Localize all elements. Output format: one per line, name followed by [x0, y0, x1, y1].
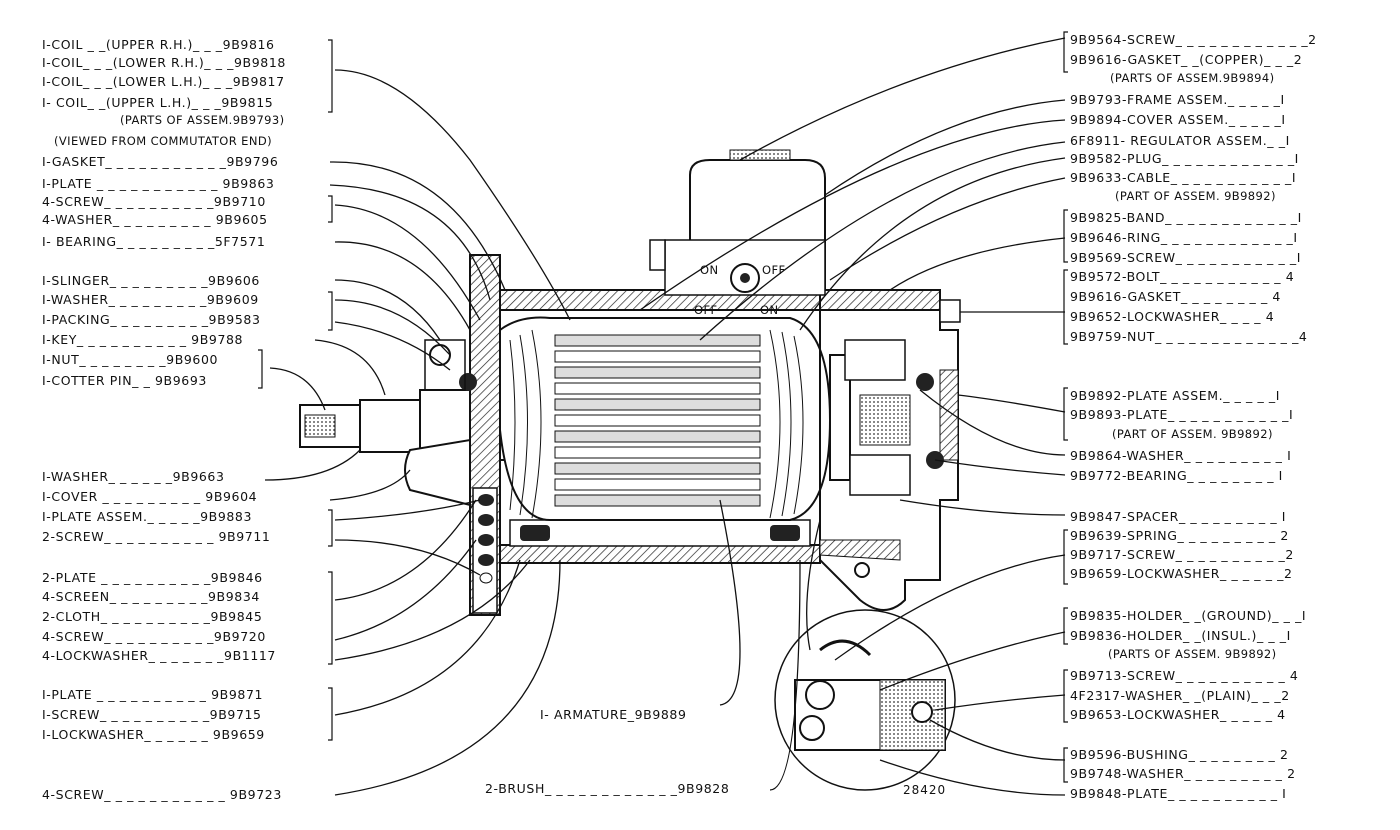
part-label: 9B9633-CABLE_ _ _ _ _ _ _ _ _ _ _I: [1070, 170, 1297, 185]
part-label: 9B9717-SCREW_ _ _ _ _ _ _ _ _ _2: [1070, 547, 1294, 562]
armature-lamination: [554, 334, 761, 347]
part-label: 9B9652-LOCKWASHER_ _ _ _ 4: [1070, 309, 1275, 324]
right-end-housing: [819, 289, 961, 611]
part-label: I-COTTER PIN_ _ 9B9693: [42, 373, 207, 388]
group-note: (PART OF ASSEM. 9B9892): [1115, 189, 1276, 203]
armature-label: I- ARMATURE_9B9889: [540, 707, 687, 722]
part-label: 9B9713-SCREW_ _ _ _ _ _ _ _ _ _ 4: [1070, 668, 1299, 683]
part-label: I-LOCKWASHER_ _ _ _ _ _ 9B9659: [42, 727, 265, 742]
part-label: I-COIL _ _(UPPER R.H.)_ _ _9B9816: [42, 37, 275, 52]
armature-lamination: [554, 462, 761, 475]
part-label: I-SCREW_ _ _ _ _ _ _ _ _ _9B9715: [42, 707, 262, 722]
part-label: 9B9569-SCREW_ _ _ _ _ _ _ _ _ _ _I: [1070, 250, 1302, 265]
part-label: 9B9616-GASKET_ _(COPPER)_ _ _2: [1070, 52, 1303, 67]
part-label: 6F8911- REGULATOR ASSEM._ _I: [1070, 133, 1290, 148]
part-label: 9B9847-SPACER_ _ _ _ _ _ _ _ _ I: [1070, 509, 1287, 524]
part-label: I-PACKING_ _ _ _ _ _ _ _ _9B9583: [42, 312, 261, 327]
part-label: 9B9646-RING_ _ _ _ _ _ _ _ _ _ _ _I: [1070, 230, 1298, 245]
armature: [499, 316, 832, 521]
part-label: 9B9572-BOLT_ _ _ _ _ _ _ _ _ _ _ 4: [1070, 269, 1295, 284]
part-label: I-COIL_ _ _(LOWER L.H.)_ _ _9B9817: [42, 74, 285, 89]
part-label: 9B9825-BAND_ _ _ _ _ _ _ _ _ _ _ _I: [1070, 210, 1302, 225]
part-label: 2-SCREW_ _ _ _ _ _ _ _ _ _ 9B9711: [42, 529, 271, 544]
armature-lamination: [554, 478, 761, 491]
switch-label-off-1: OFF: [762, 263, 786, 277]
part-label: I-PLATE _ _ _ _ _ _ _ _ _ _ _ 9B9863: [42, 176, 275, 191]
armature-lamination: [554, 494, 761, 507]
part-label: 4-SCREW_ _ _ _ _ _ _ _ _ _ _ 9B9723: [42, 787, 282, 802]
group-note: (PARTS OF ASSEM.9B9793): [120, 113, 285, 127]
leader-lines: [264, 37, 1066, 796]
part-label: 4-LOCKWASHER_ _ _ _ _ _ _9B1117: [42, 648, 276, 663]
armature-lamination: [554, 430, 761, 443]
part-label: 9B9836-HOLDER_ _(INSUL.)_ _ _I: [1070, 628, 1291, 643]
part-label: 4F2317-WASHER_ _(PLAIN)_ _ _2: [1070, 688, 1290, 703]
group-note: (PART OF ASSEM. 9B9892): [1112, 427, 1273, 441]
label-brackets: [258, 31, 1068, 783]
part-label: I-WASHER_ _ _ _ _ _9B9663: [42, 469, 225, 484]
part-label: 9B9759-NUT_ _ _ _ _ _ _ _ _ _ _ _ _4: [1070, 329, 1308, 344]
armature-lamination: [554, 414, 761, 427]
part-label: 9B9835-HOLDER_ _(GROUND)_ _ _I: [1070, 608, 1307, 623]
armature-lamination: [554, 398, 761, 411]
part-label: 4-SCREEN_ _ _ _ _ _ _ _ _9B9834: [42, 589, 260, 604]
armature-lamination: [554, 446, 761, 459]
part-label: 9B9653-LOCKWASHER_ _ _ _ _ 4: [1070, 707, 1286, 722]
part-label: I- BEARING_ _ _ _ _ _ _ _ _5F7571: [42, 234, 266, 249]
part-label: I-COIL_ _ _(LOWER R.H.)_ _ _9B9818: [42, 55, 286, 70]
part-label: I-PLATE _ _ _ _ _ _ _ _ _ _ 9B9871: [42, 687, 264, 702]
screen-plates: [472, 487, 498, 614]
end-cover: [404, 438, 471, 507]
part-label: I-NUT_ _ _ _ _ _ _ _9B9600: [42, 352, 219, 367]
part-label: 9B9748-WASHER_ _ _ _ _ _ _ _ _ 2: [1070, 766, 1296, 781]
part-label: 9B9639-SPRING_ _ _ _ _ _ _ _ _ 2: [1070, 528, 1289, 543]
armature-lamination: [554, 382, 761, 395]
left-bearing: [424, 339, 477, 391]
part-label: 9B9564-SCREW_ _ _ _ _ _ _ _ _ _ _ _2: [1070, 32, 1317, 47]
part-label: 9B9659-LOCKWASHER_ _ _ _ _ _2: [1070, 566, 1293, 581]
group-note: (PARTS OF ASSEM. 9B9892): [1108, 647, 1277, 661]
part-label: I-GASKET_ _ _ _ _ _ _ _ _ _ _9B9796: [42, 154, 279, 169]
switch-label-on-1: ON: [700, 263, 719, 277]
group-note: (PARTS OF ASSEM.9B9894): [1110, 71, 1275, 85]
part-label: 4-SCREW_ _ _ _ _ _ _ _ _ _9B9720: [42, 629, 266, 644]
part-label: 4-SCREW_ _ _ _ _ _ _ _ _ _9B9710: [42, 194, 266, 209]
regulator-assembly: [649, 149, 826, 296]
brush-label: 2-BRUSH_ _ _ _ _ _ _ _ _ _ _ _9B9828: [485, 781, 730, 796]
part-label: 9B9616-GASKET_ _ _ _ _ _ _ _ 4: [1070, 289, 1281, 304]
switch-label-on-2: ON: [760, 303, 779, 317]
part-label: I-SLINGER_ _ _ _ _ _ _ _ _9B9606: [42, 273, 260, 288]
part-label: 4-WASHER_ _ _ _ _ _ _ _ _ 9B9605: [42, 212, 268, 227]
part-label: 9B9772-BEARING_ _ _ _ _ _ _ _ I: [1070, 468, 1283, 483]
part-label: I-WASHER_ _ _ _ _ _ _ _ _9B9609: [42, 292, 259, 307]
switch-label-off-2: OFF: [694, 303, 718, 317]
part-label: 9B9582-PLUG_ _ _ _ _ _ _ _ _ _ _ _I: [1070, 151, 1299, 166]
part-label: 9B9864-WASHER_ _ _ _ _ _ _ _ _ I: [1070, 448, 1292, 463]
part-label: 9B9848-PLATE_ _ _ _ _ _ _ _ _ _ I: [1070, 786, 1287, 801]
part-label: I-KEY_ _ _ _ _ _ _ _ _ _ 9B9788: [42, 332, 244, 347]
part-label: I- COIL_ _(UPPER L.H.)_ _ _9B9815: [42, 95, 274, 110]
commutator: [829, 354, 851, 481]
part-label: 2-PLATE _ _ _ _ _ _ _ _ _ _9B9846: [42, 570, 263, 585]
armature-lamination: [554, 366, 761, 379]
part-label: I-COVER _ _ _ _ _ _ _ _ _ 9B9604: [42, 489, 258, 504]
part-label: 9B9894-COVER ASSEM._ _ _ _ _I: [1070, 112, 1286, 127]
part-label: I-PLATE ASSEM._ _ _ _ _9B9883: [42, 509, 253, 524]
part-label: 9B9892-PLATE ASSEM._ _ _ _ _I: [1070, 388, 1281, 403]
part-label: 2-CLOTH_ _ _ _ _ _ _ _ _ _9B9845: [42, 609, 263, 624]
armature-lamination: [554, 350, 761, 363]
part-label: 9B9596-BUSHING_ _ _ _ _ _ _ _ 2: [1070, 747, 1289, 762]
part-label: 9B9893-PLATE_ _ _ _ _ _ _ _ _ _ _I: [1070, 407, 1294, 422]
group-note: (VIEWED FROM COMMUTATOR END): [54, 134, 272, 148]
brush-holder-detail: [774, 609, 956, 791]
part-label: 9B9793-FRAME ASSEM._ _ _ _ _I: [1070, 92, 1285, 107]
figure-number: 28420: [903, 783, 947, 797]
